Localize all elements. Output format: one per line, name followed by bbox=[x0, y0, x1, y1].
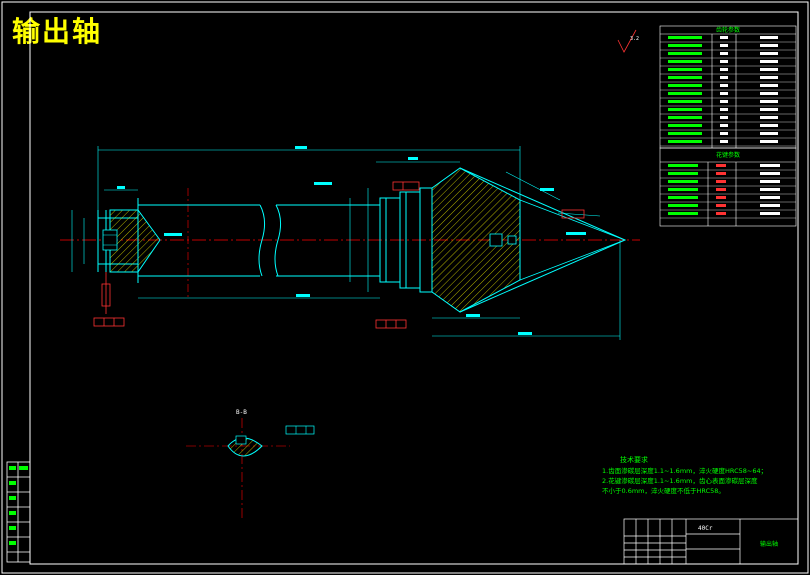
table-cell-text bbox=[760, 44, 778, 47]
table-cell-text bbox=[760, 212, 780, 215]
table-cell-text bbox=[720, 140, 728, 143]
table-cell-text bbox=[716, 188, 726, 191]
table-cell-text bbox=[760, 108, 778, 111]
shaft-body bbox=[137, 187, 433, 293]
table-cell-text bbox=[668, 84, 702, 87]
gear-section bbox=[431, 167, 521, 313]
section-label: B-B bbox=[236, 409, 247, 416]
table-cell-text bbox=[668, 100, 702, 103]
table-cell-text bbox=[760, 132, 778, 135]
table-cell-text bbox=[760, 180, 780, 183]
tech-req-line-1: 1.齿面渗碳层深度1.1~1.6mm，淬火硬度HRC58~64； bbox=[602, 466, 767, 475]
table-cell-text bbox=[760, 204, 780, 207]
table-cell-text bbox=[720, 36, 728, 39]
table-cell-text bbox=[720, 92, 728, 95]
table-cell-text bbox=[760, 196, 780, 199]
table-cell-text bbox=[668, 68, 702, 71]
table-cell-text bbox=[720, 76, 728, 79]
material-label: 40Cr bbox=[698, 525, 713, 532]
table-cell-text bbox=[716, 212, 726, 215]
table-cell-text bbox=[668, 172, 698, 175]
table-cell-text bbox=[716, 196, 726, 199]
svg-text:齿轮参数: 齿轮参数 bbox=[716, 26, 740, 34]
table-cell-text bbox=[668, 44, 702, 47]
table-cell-text bbox=[720, 84, 728, 87]
table-cell-text bbox=[668, 188, 698, 191]
table-cell-text bbox=[720, 116, 728, 119]
table-cell-text bbox=[760, 164, 780, 167]
table-cell-text bbox=[668, 60, 702, 63]
table-cell-text bbox=[760, 92, 778, 95]
table-cell-text bbox=[668, 140, 702, 143]
table-cell-text bbox=[668, 164, 698, 167]
table-cell-text bbox=[760, 36, 778, 39]
table-cell-text bbox=[668, 180, 698, 183]
table-cell-text bbox=[668, 196, 698, 199]
table-cell-text bbox=[720, 132, 728, 135]
table-cell-text bbox=[720, 44, 728, 47]
tech-req-line-3: 不小于0.6mm，淬火硬度不低于HRC58。 bbox=[602, 486, 725, 495]
table-cell-text bbox=[668, 116, 702, 119]
table-cell-text bbox=[720, 124, 728, 127]
table-cell-text bbox=[720, 100, 728, 103]
tech-req-title: 技术要求 bbox=[620, 455, 648, 464]
drawing-title: 输出轴 bbox=[12, 15, 103, 48]
svg-text:花键参数: 花键参数 bbox=[716, 151, 740, 159]
table-cell-text bbox=[720, 108, 728, 111]
table-cell-text bbox=[760, 76, 778, 79]
table-cell-text bbox=[668, 212, 698, 215]
table-cell-text bbox=[720, 60, 728, 63]
table-cell-text bbox=[668, 36, 702, 39]
dimension-lines bbox=[71, 146, 621, 340]
table-cell-text bbox=[716, 164, 726, 167]
table-cell-text bbox=[716, 204, 726, 207]
table-cell-text bbox=[668, 76, 702, 79]
part-name-label: 输出轴 bbox=[760, 540, 778, 548]
title-block bbox=[623, 518, 799, 565]
table-cell-text bbox=[716, 172, 726, 175]
table-cell-text bbox=[760, 172, 780, 175]
svg-text:3.2: 3.2 bbox=[630, 36, 639, 42]
table-cell-text bbox=[760, 52, 778, 55]
surface-finish-symbol bbox=[617, 29, 637, 53]
table-cell-text bbox=[760, 60, 778, 63]
table-cell-text bbox=[760, 68, 778, 71]
table-cell-text bbox=[760, 140, 778, 143]
table-cell-text bbox=[668, 204, 698, 207]
table-cell-text bbox=[720, 52, 728, 55]
left-margin-table bbox=[6, 461, 31, 563]
table-cell-text bbox=[760, 188, 780, 191]
left-end-section bbox=[109, 209, 161, 273]
table-cell-text bbox=[760, 100, 778, 103]
table-cell-text bbox=[760, 116, 778, 119]
table-cell-text bbox=[720, 68, 728, 71]
table-cell-text bbox=[668, 52, 702, 55]
tech-req-line-2: 2.花键渗碳层深度1.1~1.6mm，齿心表面渗碳层深度 bbox=[602, 476, 758, 485]
table-cell-text bbox=[668, 92, 702, 95]
table-cell-text bbox=[760, 124, 778, 127]
table-cell-text bbox=[760, 84, 778, 87]
table-cell-text bbox=[716, 180, 726, 183]
inner-frame bbox=[29, 11, 799, 565]
tolerance-frames bbox=[93, 181, 585, 329]
table-cell-text bbox=[668, 132, 702, 135]
table-cell-text bbox=[668, 108, 702, 111]
table-cell-text bbox=[668, 124, 702, 127]
